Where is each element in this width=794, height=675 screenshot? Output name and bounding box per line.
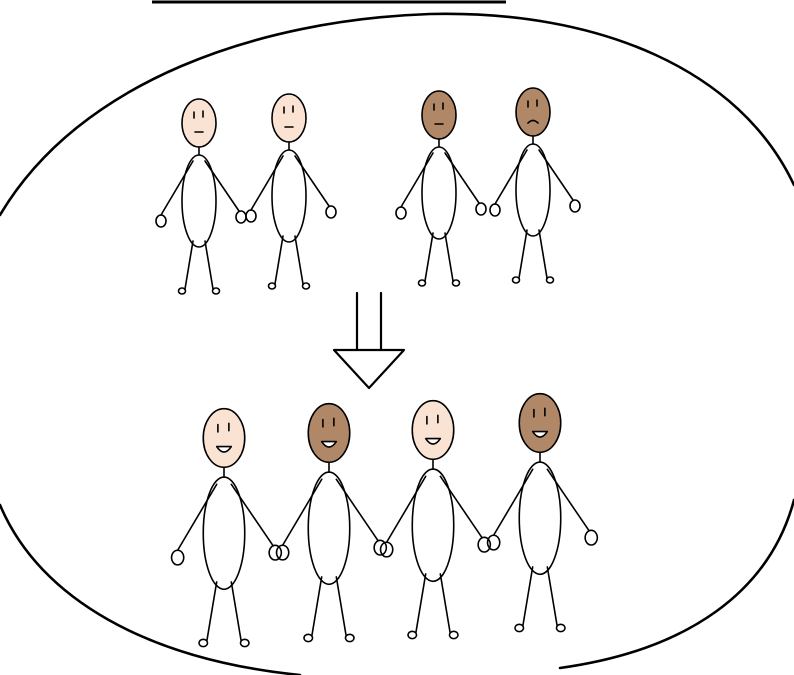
foot-right bbox=[556, 624, 565, 631]
leg-right bbox=[440, 574, 450, 633]
before-person-2 bbox=[246, 94, 336, 289]
foot-right bbox=[303, 283, 310, 289]
hand-left bbox=[490, 204, 500, 216]
head bbox=[308, 404, 349, 463]
head bbox=[422, 91, 456, 139]
foot-left bbox=[513, 277, 520, 283]
foot-right bbox=[453, 280, 460, 286]
leg-right bbox=[231, 582, 241, 641]
before-person-1 bbox=[156, 99, 246, 294]
hand-left bbox=[277, 545, 289, 560]
leg-right bbox=[547, 567, 557, 626]
enclosure-ellipse bbox=[0, 14, 794, 675]
leg-left bbox=[425, 233, 433, 281]
leg-left bbox=[207, 582, 217, 641]
head bbox=[272, 94, 306, 142]
hand-right bbox=[236, 211, 246, 223]
hand-left bbox=[246, 210, 256, 222]
before-person-4 bbox=[490, 88, 580, 283]
after-group bbox=[172, 394, 598, 647]
after-person-4 bbox=[488, 394, 598, 632]
leg-right bbox=[539, 230, 547, 278]
hand-right bbox=[476, 203, 486, 215]
foot-left bbox=[515, 624, 524, 631]
after-person-1 bbox=[172, 409, 282, 647]
foot-right bbox=[345, 634, 354, 641]
hand-left bbox=[396, 207, 406, 219]
hand-right bbox=[570, 200, 580, 212]
before-group bbox=[156, 88, 580, 294]
head bbox=[519, 394, 560, 453]
hand-right bbox=[269, 545, 281, 560]
after-person-3 bbox=[381, 401, 491, 639]
hand-left bbox=[156, 215, 166, 227]
leg-right bbox=[445, 233, 453, 281]
hand-left bbox=[172, 550, 184, 565]
head bbox=[203, 409, 244, 468]
head bbox=[516, 88, 550, 136]
leg-right bbox=[295, 236, 303, 284]
down-arrow-icon bbox=[334, 293, 404, 388]
leg-right bbox=[205, 241, 213, 289]
leg-left bbox=[312, 577, 322, 636]
leg-left bbox=[275, 236, 283, 284]
head bbox=[412, 401, 453, 460]
leg-left bbox=[523, 567, 533, 626]
foot-left bbox=[269, 283, 276, 289]
foot-left bbox=[419, 280, 426, 286]
foot-left bbox=[304, 634, 313, 641]
foot-right bbox=[449, 631, 458, 638]
hand-right bbox=[326, 206, 336, 218]
leg-left bbox=[519, 230, 527, 278]
foot-right bbox=[240, 639, 249, 646]
head bbox=[182, 99, 216, 147]
foot-left bbox=[199, 639, 208, 646]
after-person-2 bbox=[277, 404, 387, 642]
leg-right bbox=[336, 577, 346, 636]
before-person-3 bbox=[396, 91, 486, 286]
foot-left bbox=[408, 631, 417, 638]
foot-right bbox=[213, 288, 220, 294]
foot-right bbox=[547, 277, 554, 283]
leg-left bbox=[185, 241, 193, 289]
leg-left bbox=[416, 574, 426, 633]
hand-right bbox=[585, 530, 597, 545]
foot-left bbox=[179, 288, 186, 294]
